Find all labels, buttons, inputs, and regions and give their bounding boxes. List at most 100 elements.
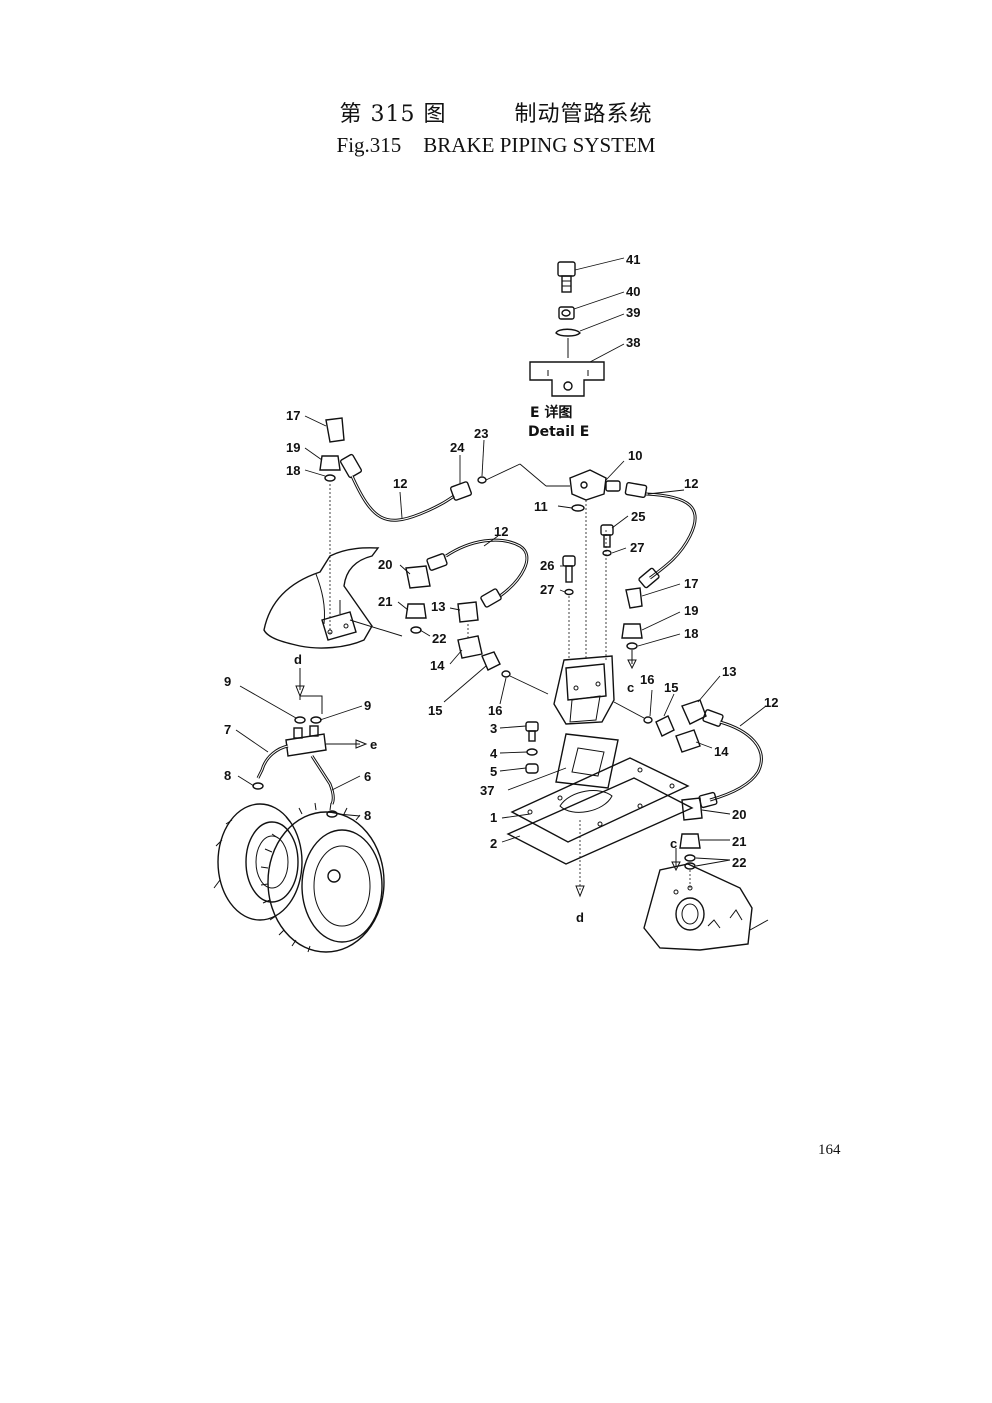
callout-17-left: 17	[286, 408, 300, 423]
valve-and-right-hose: 10 12 11 25 27 17 19 18 c	[534, 448, 698, 695]
nut-15-left	[481, 651, 501, 671]
upper-left-hose-group: 17 19 18 12 24 23	[286, 408, 570, 635]
bracket-38	[529, 361, 605, 397]
callout-8-right: 8	[364, 808, 371, 823]
o-ring-23	[477, 476, 487, 484]
callout-41: 41	[626, 252, 640, 267]
figure-name-chinese: 制动管路系统	[514, 102, 653, 127]
callout-14-right: 14	[714, 744, 729, 759]
callout-5: 5	[490, 764, 497, 779]
callout-16-right: 16	[640, 672, 654, 687]
valve-body	[553, 655, 615, 725]
washer-18-right	[626, 642, 638, 650]
elbow-20-left	[405, 565, 431, 589]
callout-4: 4	[490, 746, 498, 761]
callout-3: 3	[490, 721, 497, 736]
callout-12-lower-right: 12	[764, 695, 778, 710]
hose-12-upper-right	[645, 492, 697, 580]
callout-12-middle: 12	[494, 524, 508, 539]
callout-17-right: 17	[684, 576, 698, 591]
callout-23: 23	[474, 426, 488, 441]
detail-e-label-english: Detail E	[528, 424, 589, 440]
bolt-25	[600, 524, 614, 536]
washer-9-right	[310, 716, 322, 724]
nut-21-left	[405, 603, 427, 619]
washer-27-lower	[564, 588, 574, 596]
callout-21-left: 21	[378, 594, 392, 609]
callout-21-right: 21	[732, 834, 746, 849]
callout-13-left: 13	[431, 599, 445, 614]
callout-9-left: 9	[224, 674, 231, 689]
callout-22-right: 22	[732, 855, 746, 870]
washer-9-left	[294, 716, 306, 724]
pin-39	[555, 328, 581, 337]
washer-8-right	[326, 810, 338, 818]
middle-left-hose-group: 20 12 21 13 22 14 15 16 26 27	[378, 524, 576, 718]
hose-12-lower-right	[709, 720, 763, 802]
washer-4	[526, 748, 538, 756]
gasket-plate-2	[506, 777, 694, 865]
elbow-17-right	[625, 587, 643, 609]
washer-27-upper	[602, 549, 612, 557]
nut-19-right	[621, 623, 643, 639]
o-ring-16-left	[501, 670, 511, 678]
elbow-20-right	[681, 797, 703, 821]
flow-arrow-e-right: e	[370, 737, 377, 752]
nut-21-right	[679, 833, 701, 849]
bolt-3	[525, 721, 539, 732]
chassis-housing-left	[263, 547, 403, 649]
elbow-17-left	[325, 417, 345, 443]
cover-plate-1	[510, 757, 690, 843]
bolt-26	[562, 555, 576, 567]
washer-22-right-b	[684, 862, 696, 870]
callout-2: 2	[490, 836, 497, 851]
callout-9-right: 9	[364, 698, 371, 713]
callout-20-right: 20	[732, 807, 746, 822]
callout-27-upper: 27	[630, 540, 644, 555]
pipe-6	[310, 755, 335, 805]
callout-18-left: 18	[286, 463, 300, 478]
callout-27-lower: 27	[540, 582, 554, 597]
callout-8-left: 8	[224, 768, 231, 783]
nut-15-right	[655, 715, 675, 737]
nut-5	[525, 763, 539, 774]
callout-12-upper-right: 12	[684, 476, 698, 491]
bolt-41	[557, 261, 576, 293]
callout-22-left: 22	[432, 631, 446, 646]
central-valve-assembly: 3 4 5 37 1 2 d	[480, 655, 694, 925]
o-ring-11	[571, 504, 585, 512]
detail-e-assembly: 41 40 39 38 E 详图 Detail E	[528, 252, 640, 440]
callout-25: 25	[631, 509, 645, 524]
figure-number-english: Fig.315	[336, 133, 402, 157]
callout-19-right: 19	[684, 603, 698, 618]
callout-20-left: 20	[378, 557, 392, 572]
callout-1: 1	[490, 810, 497, 825]
callout-6: 6	[364, 769, 371, 784]
callout-40: 40	[626, 284, 640, 299]
flow-arrow-c-lower: c	[670, 836, 677, 851]
callout-38: 38	[626, 335, 640, 350]
callout-7: 7	[224, 722, 231, 737]
lower-left-piping-group: d e	[224, 652, 377, 823]
lower-right-hose-group: 16 15 13 12 14 20 21 22 c	[640, 664, 778, 890]
brake-drums	[213, 802, 385, 953]
nut-40	[558, 306, 575, 320]
callout-16-left: 16	[488, 703, 502, 718]
washer-22-left	[410, 626, 422, 634]
callout-19-left: 19	[286, 440, 300, 455]
flow-arrow-d-bottom: d	[576, 910, 584, 925]
nut-19-left	[319, 455, 341, 471]
callout-18-right: 18	[684, 626, 698, 641]
page-number: 164	[818, 1142, 841, 1158]
elbow-13-right	[681, 699, 707, 725]
axle-housing-right	[643, 863, 769, 951]
figure-title-chinese: 第 315 图制动管路系统	[0, 96, 992, 128]
flow-arrow-d-top: d	[294, 652, 302, 667]
fitting-24	[450, 481, 472, 501]
callout-24: 24	[450, 440, 465, 455]
pipe-7	[256, 744, 289, 779]
callout-14-left: 14	[430, 658, 445, 673]
elbow-13-left	[457, 601, 479, 623]
brake-valve-10	[569, 469, 607, 501]
